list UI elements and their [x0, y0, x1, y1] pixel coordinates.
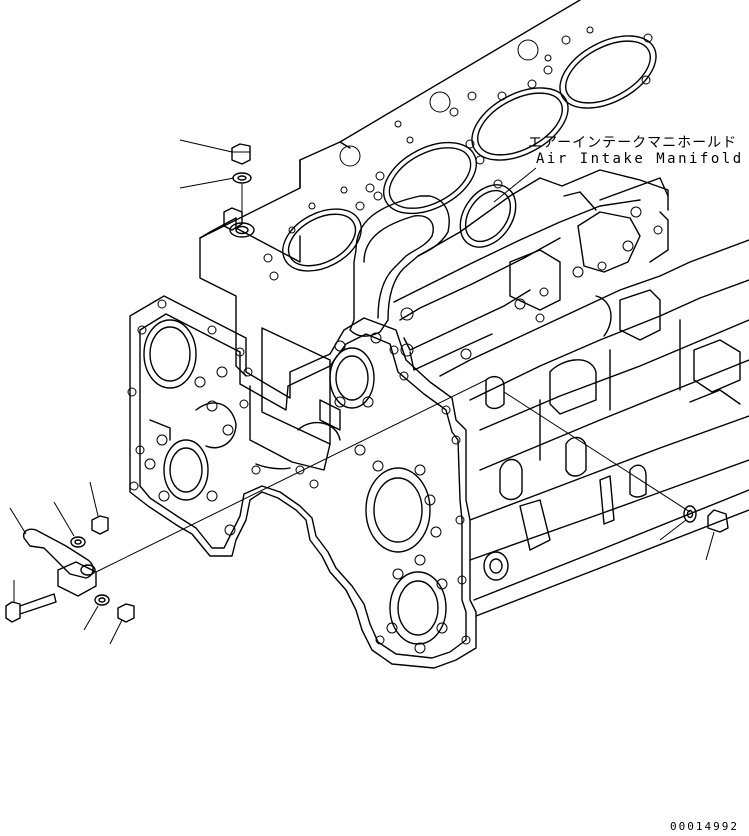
callout-label-jp: エアーインテークマニホールド: [528, 135, 738, 151]
top-plug: [231, 143, 251, 165]
lower-washer: [94, 594, 110, 606]
bracket-plug: [91, 515, 109, 535]
deck-holes: [263, 26, 653, 281]
bracket: [22, 528, 97, 597]
lower-plug: [117, 603, 135, 623]
front-gear-case: [127, 295, 477, 669]
air-intake-manifold: [349, 169, 669, 371]
callout-label-en: Air Intake Manifold: [536, 151, 744, 167]
block-side: [439, 239, 749, 617]
right-leader-lines: [503, 391, 715, 561]
right-washer: [683, 505, 697, 523]
bolt: [5, 593, 57, 623]
bracket-washer: [70, 536, 86, 548]
cylinder-block-outline: [199, 0, 581, 377]
top-leader-lines: [179, 139, 243, 224]
top-washer: [232, 172, 252, 184]
left-leader-lines: [9, 379, 487, 645]
right-plug: [707, 509, 729, 533]
drawing-code: 00014992: [670, 820, 739, 833]
manifold-callout-leader: [493, 167, 537, 203]
